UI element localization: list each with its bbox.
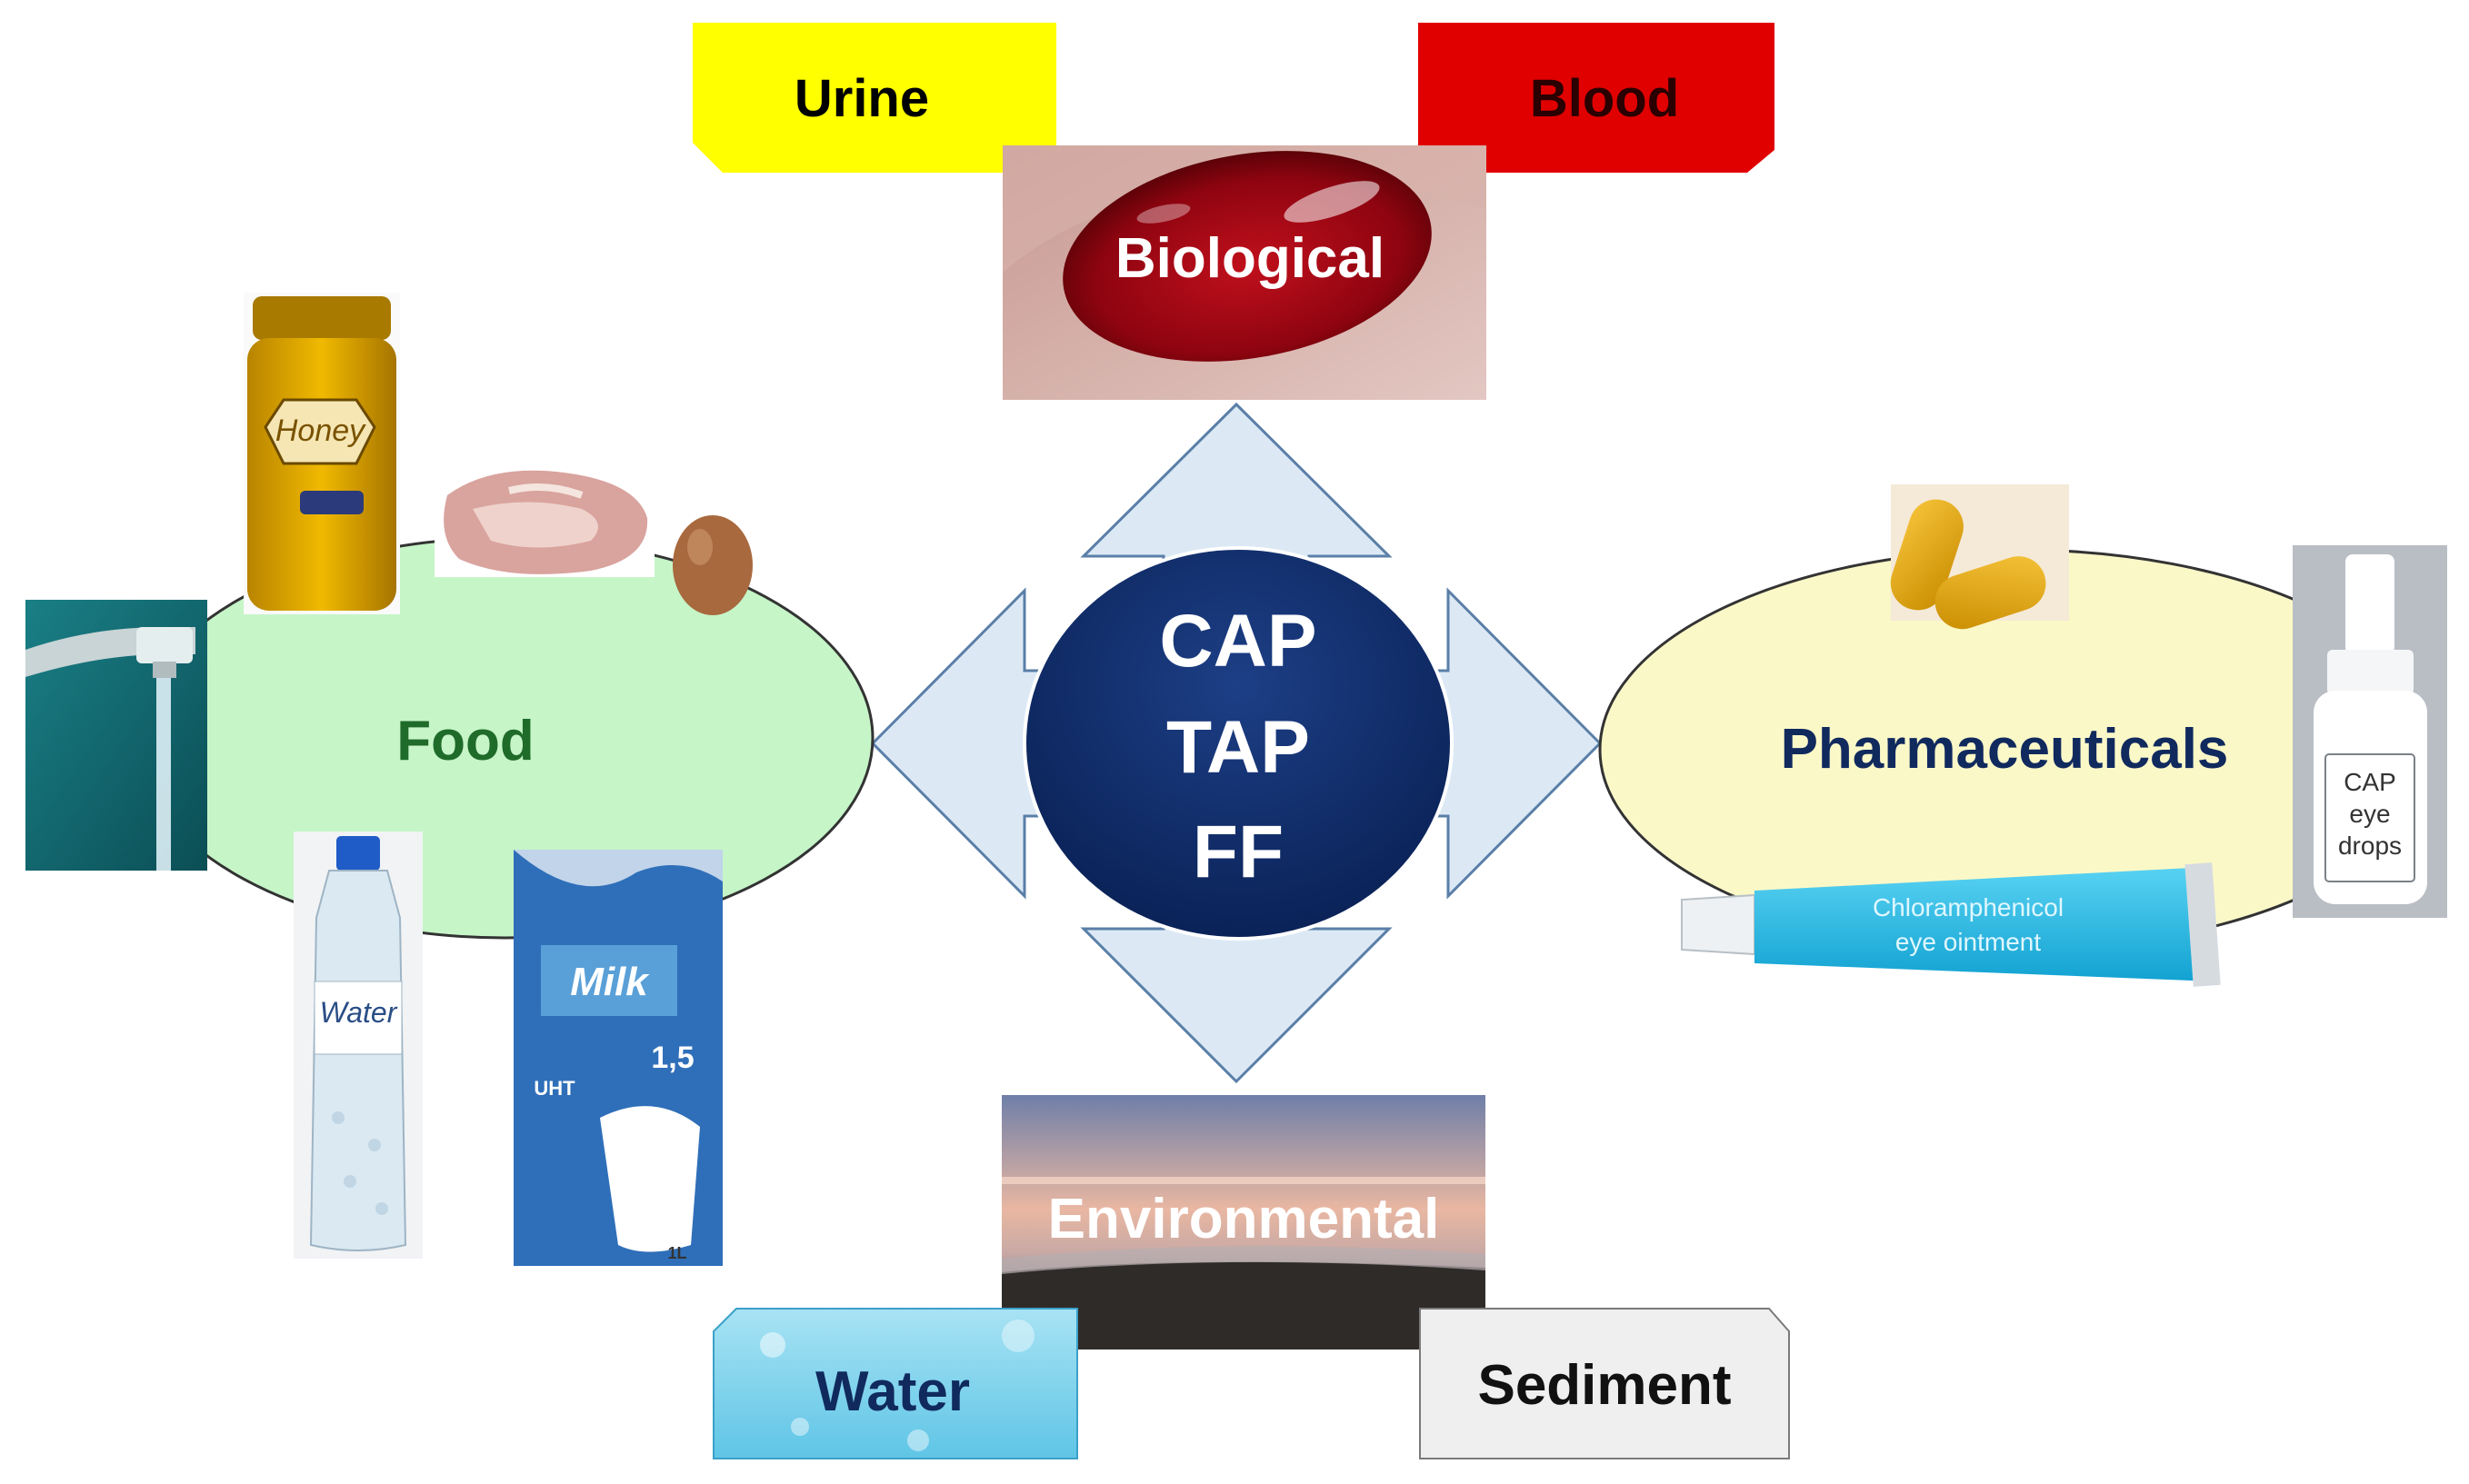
- pharmaceuticals-label: Pharmaceuticals: [1781, 718, 2229, 781]
- center-line-cap: CAP: [1159, 600, 1316, 682]
- ointment-line-1: Chloramphenicol: [1873, 893, 2064, 921]
- water-tag-label: Water: [815, 1360, 970, 1423]
- pharmaceuticals-ellipse: Pharmaceuticals: [1598, 548, 2438, 951]
- food-label: Food: [396, 710, 535, 772]
- environmental-photo: Environmental: [1002, 1095, 1485, 1350]
- capsules-photo: [1890, 484, 2069, 630]
- water-tag: Water: [713, 1308, 1078, 1459]
- sediment-tag: Sediment: [1419, 1308, 1790, 1459]
- egg-photo: [673, 515, 753, 615]
- milk-uht-label: UHT: [534, 1077, 575, 1100]
- tap-photo: [25, 600, 207, 871]
- eye-drops-line-2: eye: [2349, 800, 2390, 828]
- meat-photo: [435, 459, 655, 577]
- milk-label: Milk: [570, 960, 650, 1004]
- eye-drops-line-3: drops: [2338, 832, 2402, 860]
- honey-jar-photo: Honey: [244, 293, 400, 614]
- water-bottle-label: Water: [320, 996, 398, 1029]
- blood-tag: Blood: [1418, 23, 1774, 173]
- center-line-ff: FF: [1193, 811, 1284, 893]
- blood-label: Blood: [1530, 69, 1679, 128]
- ointment-line-2: eye ointment: [1895, 928, 2042, 956]
- urine-label: Urine: [795, 69, 929, 128]
- sediment-tag-label: Sediment: [1477, 1354, 1731, 1417]
- milk-volume-label: 1L: [667, 1244, 686, 1262]
- environmental-label: Environmental: [1048, 1188, 1440, 1250]
- biological-photo: Biological: [1003, 145, 1486, 400]
- ointment-tube-photo: Chloramphenicol eye ointment: [1681, 862, 2221, 987]
- center-circle: CAP TAP FF: [1023, 546, 1454, 941]
- eye-drops-photo: CAP eye drops: [2293, 545, 2447, 918]
- milk-carton-photo: Milk 1,5 UHT 1L: [514, 850, 723, 1266]
- milk-fat-label: 1,5: [651, 1041, 694, 1075]
- biological-label: Biological: [1115, 227, 1384, 290]
- urine-tag: Urine: [693, 23, 1056, 173]
- eye-drops-line-1: CAP: [2344, 768, 2396, 796]
- honey-label: Honey: [275, 413, 366, 448]
- center-line-tap: TAP: [1166, 706, 1310, 789]
- water-bottle-photo: Water: [294, 832, 423, 1259]
